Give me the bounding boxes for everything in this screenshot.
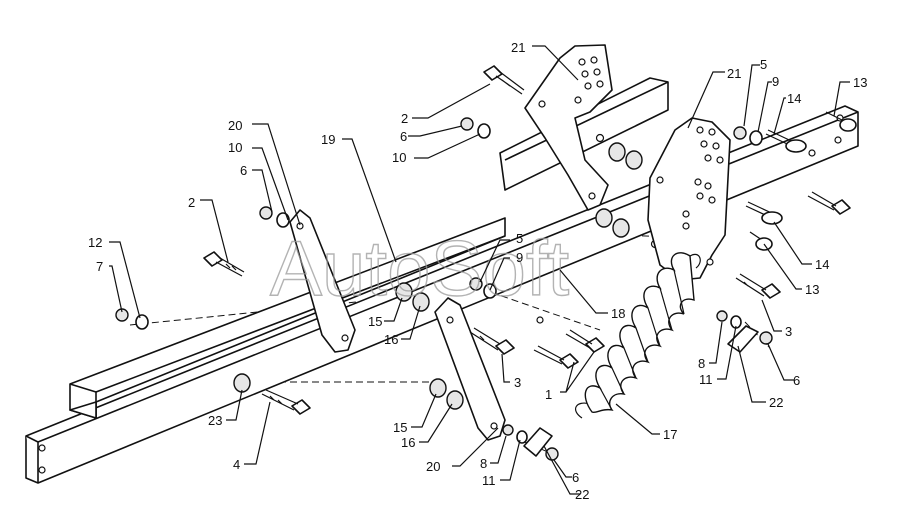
callout-6: 6 — [400, 129, 407, 144]
callout-10: 10 — [392, 150, 406, 165]
callout-7: 7 — [96, 259, 103, 274]
callout-21: 21 — [511, 40, 525, 55]
callout-3: 3 — [785, 324, 792, 339]
bushings — [233, 142, 643, 410]
bolts — [203, 65, 851, 415]
callout-9: 9 — [772, 74, 779, 89]
watermark-text: AutoSoft — [270, 224, 570, 312]
callout-14: 14 — [787, 91, 801, 106]
callout-13: 13 — [853, 75, 867, 90]
callout-5: 5 — [760, 57, 767, 72]
strap-plate-20-right — [434, 297, 506, 441]
callout-21: 21 — [727, 66, 741, 81]
pins-and-rings — [745, 111, 857, 251]
callout-13: 13 — [805, 282, 819, 297]
callout-5: 5 — [516, 231, 523, 246]
bolt-2-left — [203, 251, 245, 277]
bolt-rear — [807, 191, 851, 215]
callout-3: 3 — [514, 375, 521, 390]
callout-20: 20 — [228, 118, 242, 133]
callout-10: 10 — [228, 140, 242, 155]
callout-16: 16 — [384, 332, 398, 347]
bolt-4 — [261, 389, 311, 415]
upper-rear-bar — [499, 77, 669, 191]
callout-labels: 21 21 2 2 20 20 10 10 6 6 6 6 19 12 7 5 … — [88, 40, 867, 502]
callout-17: 17 — [663, 427, 677, 442]
callout-20: 20 — [426, 459, 440, 474]
bolt-3-right — [735, 273, 781, 299]
bracket-plate-21-left — [524, 44, 613, 211]
callout-19: 19 — [321, 132, 335, 147]
nuts-and-washers — [115, 117, 773, 461]
bolt-3-center — [469, 327, 515, 355]
bolt-2-top — [483, 65, 525, 95]
callout-22: 22 — [575, 487, 589, 502]
callout-6: 6 — [572, 470, 579, 485]
callout-15: 15 — [368, 314, 382, 329]
callout-8: 8 — [698, 356, 705, 371]
callout-12: 12 — [88, 235, 102, 250]
bracket-plate-21-right — [647, 117, 731, 281]
callout-16: 16 — [401, 435, 415, 450]
callout-11: 11 — [699, 372, 713, 387]
callout-2: 2 — [188, 195, 195, 210]
callout-23: 23 — [208, 413, 222, 428]
callout-6: 6 — [240, 163, 247, 178]
callout-11: 11 — [482, 473, 496, 488]
upper-frame-bar — [69, 217, 506, 419]
callout-15: 15 — [393, 420, 407, 435]
callout-1: 1 — [545, 387, 552, 402]
callout-4: 4 — [233, 457, 240, 472]
callout-22: 22 — [769, 395, 783, 410]
callout-14: 14 — [815, 257, 829, 272]
callout-6: 6 — [793, 373, 800, 388]
callout-2: 2 — [401, 111, 408, 126]
strap-plate-20-left — [289, 209, 356, 353]
tension-spring-17 — [574, 252, 701, 419]
callout-8: 8 — [480, 456, 487, 471]
bolts-1 — [533, 329, 605, 369]
callout-18: 18 — [611, 306, 625, 321]
callout-9: 9 — [516, 250, 523, 265]
callout-leaders — [109, 45, 850, 495]
